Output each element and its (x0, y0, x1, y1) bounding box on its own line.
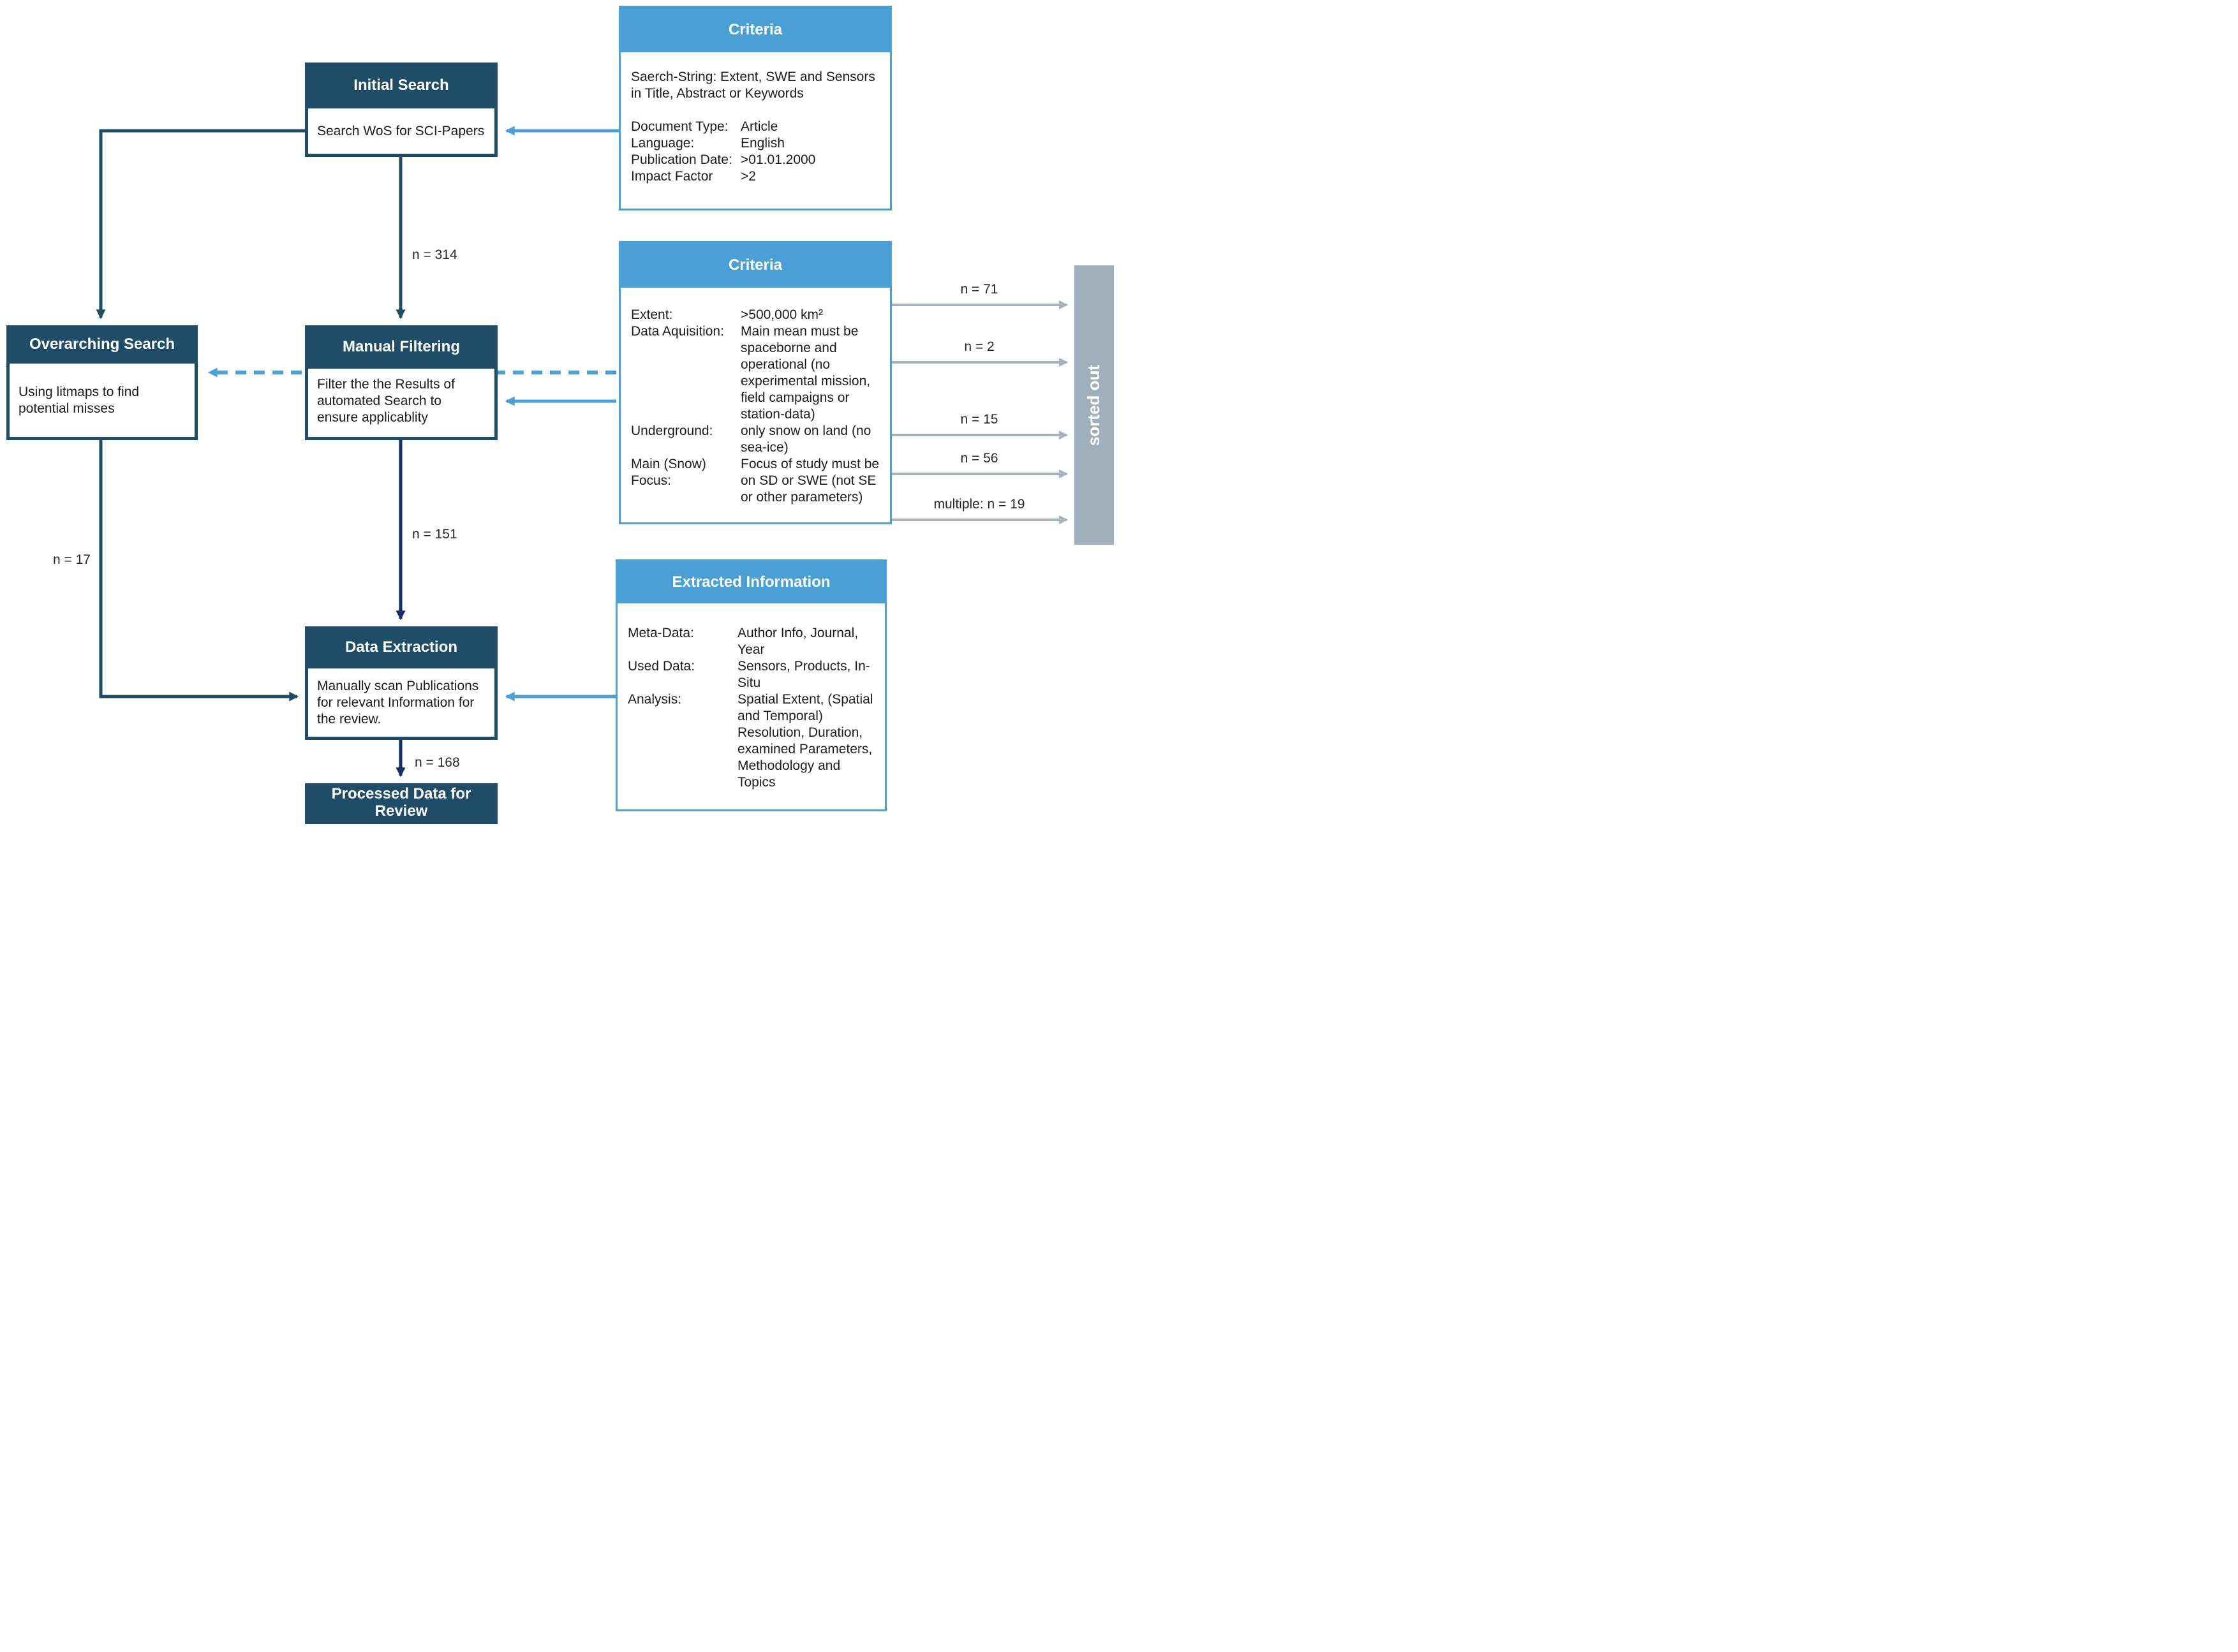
criteria-row-label: Language: (631, 136, 695, 151)
edge-label-n56: n = 56 (960, 451, 998, 466)
node-criteria-filtering: Criteria Extent: >500,000 km² Data Aquis… (619, 241, 892, 524)
node-data-extraction-body: Manually scan Publications for relevant … (308, 668, 494, 737)
extracted-row-label: Meta-Data: (628, 626, 694, 640)
node-overarching-search-body: Using litmaps to find potential misses (10, 364, 195, 437)
node-manual-filtering-body: Filter the the Results of automated Sear… (308, 369, 494, 437)
arrow-initial-to-overarching (96, 129, 305, 320)
criteria-row: Language: English (631, 135, 880, 152)
node-processed-data-title: Processed Data for Review (331, 785, 471, 820)
criteria-row: Data Aquisition: Main mean must be space… (631, 323, 880, 423)
sorted-out-bar: sorted out (1074, 265, 1114, 545)
criteria-row-value: Focus of study must be on SD or SWE (not… (741, 457, 880, 505)
criteria-row-value: Main mean must be spaceborne and operati… (741, 324, 871, 422)
extracted-row-value: Sensors, Products, In-Situ (737, 659, 870, 690)
criteria-row-value: English (741, 136, 785, 151)
criteria-row-value: only snow on land (no sea-ice) (741, 424, 871, 455)
node-criteria-initial-title: Criteria (621, 8, 890, 52)
node-extracted-information-body: Meta-Data: Author Info, Journal, Year Us… (618, 603, 885, 809)
extracted-row-value: Author Info, Journal, Year (737, 626, 859, 657)
arrow-overarching-to-data-extraction (99, 440, 299, 702)
criteria-row: Main (Snow) Focus: Focus of study must b… (631, 456, 880, 506)
node-criteria-initial: Criteria Saerch-String: Extent, SWE and … (619, 6, 892, 210)
edge-label-n15: n = 15 (960, 412, 998, 427)
node-manual-filtering-title: Manual Filtering (342, 338, 460, 355)
criteria-row: Publication Date: >01.01.2000 (631, 152, 880, 168)
criteria-row-value: Article (741, 119, 778, 134)
edge-label-n168: n = 168 (415, 755, 460, 770)
node-initial-search-body: Search WoS for SCI-Papers (308, 108, 494, 154)
flow-diagram: Initial Search Search WoS for SCI-Papers… (0, 0, 1119, 826)
criteria-row-label: Underground: (631, 424, 713, 438)
extracted-row: Analysis: Spatial Extent, (Spatial and T… (628, 691, 875, 791)
edge-label-n2: n = 2 (964, 339, 995, 354)
node-initial-search-title: Initial Search (353, 77, 449, 94)
criteria-row-label: Extent: (631, 307, 673, 322)
edge-label-n151: n = 151 (412, 527, 457, 542)
criteria-row-label: Data Aquisition: (631, 324, 724, 339)
sorted-out-label: sorted out (1084, 364, 1104, 446)
criteria-row: Impact Factor >2 (631, 168, 880, 185)
criteria-row-label: Document Type: (631, 119, 729, 134)
node-overarching-search: Overarching Search Using litmaps to find… (6, 325, 198, 440)
edge-label-n314: n = 314 (412, 247, 457, 262)
node-extracted-information-title: Extracted Information (618, 561, 885, 603)
criteria-row-value: >2 (741, 169, 756, 184)
criteria-row: Extent: >500,000 km² (631, 307, 880, 323)
criteria-row-label: Main (Snow) Focus: (631, 457, 706, 488)
node-criteria-filtering-body: Extent: >500,000 km² Data Aquisition: Ma… (621, 288, 890, 522)
extracted-row-label: Analysis: (628, 692, 682, 707)
node-processed-data: Processed Data for Review (305, 783, 498, 824)
criteria-row-value: >500,000 km² (741, 307, 823, 322)
edge-label-multiple19: multiple: n = 19 (933, 497, 1025, 512)
edge-label-n71: n = 71 (960, 282, 998, 297)
criteria-initial-intro: Saerch-String: Extent, SWE and Sensors i… (631, 70, 875, 101)
node-initial-search: Initial Search Search WoS for SCI-Papers (305, 63, 498, 157)
extracted-row-label: Used Data: (628, 659, 695, 674)
edge-label-n17: n = 17 (53, 552, 91, 567)
criteria-row-label: Publication Date: (631, 152, 732, 167)
criteria-row: Underground: only snow on land (no sea-i… (631, 423, 880, 456)
criteria-row: Document Type: Article (631, 119, 880, 135)
criteria-row-label: Impact Factor (631, 169, 713, 184)
extracted-row: Meta-Data: Author Info, Journal, Year (628, 625, 875, 658)
node-manual-filtering: Manual Filtering Filter the the Results … (305, 325, 498, 440)
node-criteria-initial-body: Saerch-String: Extent, SWE and Sensors i… (621, 52, 890, 209)
node-data-extraction-title: Data Extraction (345, 638, 458, 656)
extracted-row-value: Spatial Extent, (Spatial and Temporal) R… (737, 692, 873, 790)
node-criteria-filtering-title: Criteria (621, 243, 890, 288)
criteria-row-value: >01.01.2000 (741, 152, 816, 167)
node-extracted-information: Extracted Information Meta-Data: Author … (616, 559, 887, 811)
node-data-extraction: Data Extraction Manually scan Publicatio… (305, 626, 498, 740)
extracted-row: Used Data: Sensors, Products, In-Situ (628, 658, 875, 691)
node-overarching-search-title: Overarching Search (29, 336, 175, 353)
